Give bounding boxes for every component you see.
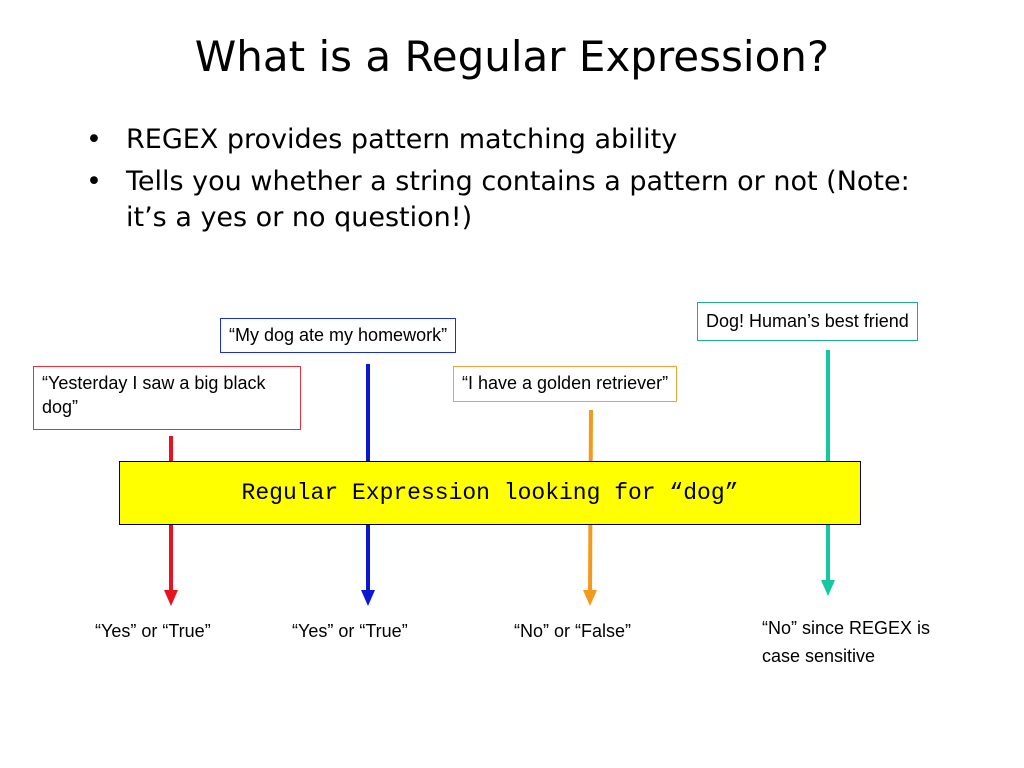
input-text: “My dog ate my homework” (229, 325, 448, 345)
result-1: “Yes” or “True” (95, 621, 211, 641)
input-text: “I have a golden retriever” (462, 373, 669, 393)
regex-box: Regular Expression looking for “dog” (119, 461, 861, 525)
result-3: “No” or “False” (514, 621, 632, 641)
slide-title: What is a Regular Expression? (194, 32, 830, 81)
arrow-head-1 (164, 590, 178, 606)
input-box-best-friend: Dog! Human’s best friend (697, 302, 918, 341)
bullet-item: • REGEX provides pattern matching abilit… (86, 122, 926, 158)
arrow-head-3 (583, 590, 597, 606)
bullet-item: • Tells you whether a string contains a … (86, 164, 926, 236)
result-4: “No” since REGEX is case sensitive (762, 618, 931, 666)
bullet-dot: • (86, 124, 102, 155)
result-2: “Yes” or “True” (292, 621, 408, 641)
bullet-list: • REGEX provides pattern matching abilit… (86, 122, 926, 242)
arrow-head-4 (821, 580, 835, 596)
input-box-retriever: “I have a golden retriever” (453, 366, 678, 402)
input-text: Dog! Human’s best friend (706, 311, 909, 331)
input-box-yesterday: “Yesterday I saw a big black dog” (33, 366, 301, 430)
regex-label: Regular Expression looking for “dog” (241, 480, 739, 506)
bullet-text: Tells you whether a string contains a pa… (126, 166, 910, 233)
arrow-head-2 (361, 590, 375, 606)
input-box-homework: “My dog ate my homework” (220, 318, 457, 353)
bullet-dot: • (86, 166, 102, 197)
input-text: “Yesterday I saw a big black dog” (42, 373, 266, 417)
bullet-text: REGEX provides pattern matching ability (126, 124, 678, 155)
